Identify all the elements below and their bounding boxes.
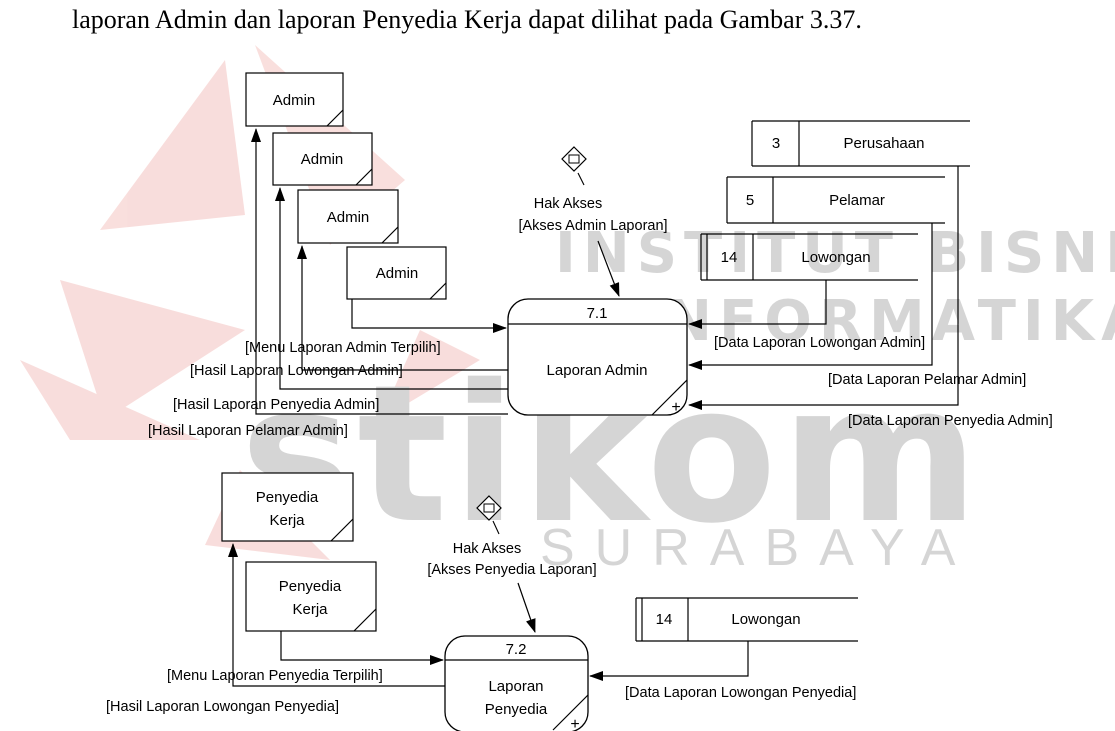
flow-menu-penyedia-label: [Menu Laporan Penyedia Terpilih] <box>167 668 383 684</box>
store-pelamar: 5 Pelamar <box>726 176 945 224</box>
flow-data-pelamar-admin-label: [Data Laporan Pelamar Admin] <box>828 372 1026 388</box>
flow-data-pelamar-admin <box>688 223 933 370</box>
entity-admin-4: Admin <box>346 246 447 300</box>
access-symbol-2: Hak Akses [Akses Penyedia Laporan] <box>427 495 597 633</box>
flow-hasil-lowongan-penyedia <box>228 543 445 687</box>
process-7-2: 7.2 Laporan Penyedia + <box>444 635 589 731</box>
process-7-2-name-line2: Penyedia <box>485 701 548 718</box>
store-pelamar-name: Pelamar <box>829 192 885 209</box>
access-1-detail: [Akses Admin Laporan] <box>518 218 667 234</box>
entity-admin-3: Admin <box>297 189 399 244</box>
process-7-2-plus: + <box>570 716 579 731</box>
access-2-detail: [Akses Penyedia Laporan] <box>427 562 596 578</box>
access-symbol-1: Hak Akses [Akses Admin Laporan] <box>518 146 668 297</box>
flow-data-lowongan-penyedia <box>589 641 749 681</box>
entity-admin-2-label: Admin <box>301 151 344 168</box>
flow-data-lowongan-admin-label: [Data Laporan Lowongan Admin] <box>714 335 925 351</box>
entity-admin-1: Admin <box>245 72 344 127</box>
entity-admin-2: Admin <box>272 132 373 186</box>
entity-admin-1-label: Admin <box>273 92 316 109</box>
entity-penyedia-2-line2: Kerja <box>292 601 328 618</box>
access-2-label: Hak Akses <box>453 541 522 557</box>
entity-penyedia-1: Penyedia Kerja <box>221 472 354 542</box>
flow-hasil-pelamar-admin <box>251 128 508 415</box>
flow-hasil-penyedia-admin <box>275 187 508 390</box>
flow-hasil-lowongan-admin <box>297 245 508 371</box>
flow-hasil-lowongan-admin-label: [Hasil Laporan Lowongan Admin] <box>190 363 403 379</box>
store-lowongan-2-id: 14 <box>656 611 673 628</box>
flow-menu-admin-label: [Menu Laporan Admin Terpilih] <box>245 340 441 356</box>
watermark-city: SURABAYA <box>540 519 976 577</box>
store-pelamar-id: 5 <box>746 192 754 209</box>
process-7-1-name: Laporan Admin <box>547 362 648 379</box>
header-text: laporan Admin dan laporan Penyedia Kerja… <box>72 5 862 34</box>
flow-hasil-penyedia-admin-label: [Hasil Laporan Penyedia Admin] <box>173 397 379 413</box>
process-7-1: 7.1 Laporan Admin + <box>507 298 688 416</box>
flow-menu-penyedia <box>280 631 444 665</box>
entity-admin-4-label: Admin <box>376 265 419 282</box>
flow-data-lowongan-admin <box>688 280 827 329</box>
flow-hasil-pelamar-admin-label: [Hasil Laporan Pelamar Admin] <box>148 423 348 439</box>
entity-penyedia-2-line1: Penyedia <box>279 578 342 595</box>
process-7-1-plus: + <box>671 399 680 416</box>
store-perusahaan: 3 Perusahaan <box>751 120 970 167</box>
process-7-2-name-line1: Laporan <box>488 678 543 695</box>
entity-admin-3-label: Admin <box>327 209 370 226</box>
flow-data-lowongan-penyedia-label: [Data Laporan Lowongan Penyedia] <box>625 685 856 701</box>
flow-hasil-lowongan-penyedia-label: [Hasil Laporan Lowongan Penyedia] <box>106 699 339 715</box>
watermark-line1: INSTITUT BISNIS <box>555 221 1115 286</box>
store-lowongan-1-id: 14 <box>721 249 738 266</box>
store-lowongan-2-name: Lowongan <box>731 611 800 628</box>
store-lowongan-1-name: Lowongan <box>801 249 870 266</box>
access-1-label: Hak Akses <box>534 196 603 212</box>
flow-data-penyedia-admin-label: [Data Laporan Penyedia Admin] <box>848 413 1053 429</box>
entity-penyedia-1-line2: Kerja <box>269 512 305 529</box>
entity-penyedia-1-line1: Penyedia <box>256 489 319 506</box>
process-7-1-number: 7.1 <box>587 305 608 322</box>
entity-penyedia-2: Penyedia Kerja <box>245 561 377 632</box>
store-perusahaan-name: Perusahaan <box>844 135 925 152</box>
store-lowongan-2: 14 Lowongan <box>635 597 858 642</box>
flow-menu-admin <box>351 299 507 333</box>
store-lowongan-1: 14 Lowongan <box>700 233 918 281</box>
store-perusahaan-id: 3 <box>772 135 780 152</box>
flow-data-penyedia-admin <box>688 166 959 410</box>
process-7-2-number: 7.2 <box>506 641 527 658</box>
